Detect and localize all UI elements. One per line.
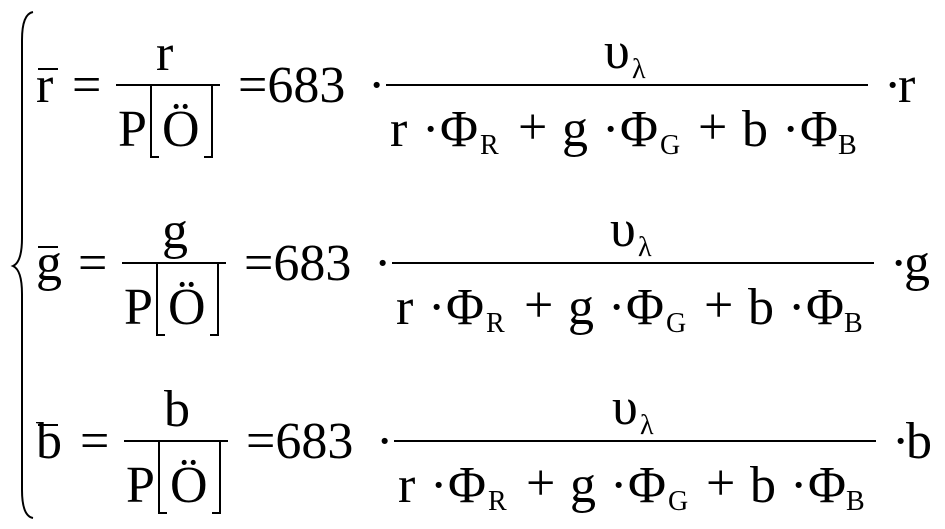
lhs-symbol: r	[36, 57, 54, 114]
subscript-r: R	[486, 308, 505, 339]
subscript-r: R	[488, 486, 507, 517]
multiply-dot: ·	[892, 413, 910, 470]
bracket-content: Ö	[168, 279, 206, 336]
lambda-subscript: λ	[632, 54, 646, 85]
lambda-subscript: λ	[638, 232, 652, 263]
upsilon-symbol: υ	[604, 23, 630, 80]
left-brace	[10, 11, 34, 519]
subscript-g: G	[666, 308, 687, 339]
phi-symbol: Φ	[448, 457, 487, 514]
equals-sign: =	[78, 235, 108, 292]
constant-683: =683	[238, 57, 346, 114]
r-term: r	[390, 101, 408, 158]
trailing-term: b	[906, 413, 932, 470]
constant-683: =683	[246, 413, 354, 470]
plus-sign: +	[698, 99, 728, 156]
right-square-bracket	[210, 262, 219, 336]
g-term: g	[570, 457, 596, 514]
multiply-dot: ·	[788, 279, 806, 336]
g-term: g	[562, 101, 588, 158]
fraction-line	[394, 440, 876, 442]
subscript-b: B	[838, 130, 857, 161]
bracket-content: Ö	[162, 101, 200, 158]
phi-symbol: Φ	[626, 279, 665, 336]
multiply-dot: ·	[610, 457, 628, 514]
subscript-r: R	[480, 130, 499, 161]
fraction-line	[124, 440, 228, 442]
plus-sign: +	[524, 277, 554, 334]
lhs-overbar	[38, 246, 58, 248]
constant-683: =683	[244, 235, 352, 292]
multiply-dot: ·	[430, 457, 448, 514]
plus-sign: +	[526, 455, 556, 512]
multiply-dot: ·	[782, 101, 800, 158]
brace-path	[10, 11, 34, 519]
plus-sign: +	[706, 455, 736, 512]
r-term: r	[396, 279, 414, 336]
multiply-dot: ·	[428, 279, 446, 336]
multiply-dot: ·	[884, 57, 902, 114]
upsilon-symbol: υ	[612, 379, 638, 436]
right-square-bracket	[212, 440, 221, 514]
lhs-overbar	[38, 424, 58, 426]
multiply-dot: ·	[790, 457, 808, 514]
multiply-dot: ·	[374, 235, 392, 292]
fraction-line	[122, 262, 226, 264]
phi-symbol: Φ	[446, 279, 485, 336]
power-symbol: P	[124, 279, 153, 336]
equals-sign: =	[72, 57, 102, 114]
multiply-dot: ·	[376, 413, 394, 470]
phi-symbol: Φ	[620, 101, 659, 158]
trailing-term: r	[898, 57, 916, 114]
phi-symbol: Φ	[808, 457, 847, 514]
multiply-dot: ·	[602, 101, 620, 158]
lhs-overbar	[38, 68, 58, 70]
right-square-bracket	[204, 84, 213, 158]
fraction-numerator: g	[162, 203, 188, 260]
plus-sign: +	[704, 277, 734, 334]
subscript-b: B	[844, 308, 863, 339]
fraction-line	[386, 84, 868, 86]
power-symbol: P	[126, 457, 155, 514]
r-term: r	[398, 457, 416, 514]
subscript-g: G	[660, 130, 681, 161]
subscript-g: G	[668, 486, 689, 517]
fraction-numerator: r	[156, 25, 174, 82]
lambda-subscript: λ	[640, 410, 654, 441]
trailing-term: g	[904, 235, 930, 292]
multiply-dot: ·	[368, 57, 386, 114]
phi-symbol: Φ	[440, 101, 479, 158]
fraction-line	[392, 262, 874, 264]
left-square-bracket	[158, 440, 167, 514]
fraction-line	[116, 84, 220, 86]
multiply-dot: ·	[890, 235, 908, 292]
b-term: b	[750, 457, 776, 514]
power-symbol: P	[118, 101, 147, 158]
fraction-numerator: b	[164, 381, 190, 438]
subscript-b: B	[846, 486, 865, 517]
g-term: g	[568, 279, 594, 336]
left-square-bracket	[156, 262, 165, 336]
equals-sign: =	[80, 413, 110, 470]
left-square-bracket	[150, 84, 159, 158]
phi-symbol: Φ	[800, 101, 839, 158]
b-term: b	[748, 279, 774, 336]
bracket-content: Ö	[170, 457, 208, 514]
phi-symbol: Φ	[806, 279, 845, 336]
multiply-dot: ·	[608, 279, 626, 336]
plus-sign: +	[518, 99, 548, 156]
upsilon-symbol: υ	[610, 201, 636, 258]
b-term: b	[742, 101, 768, 158]
multiply-dot: ·	[422, 101, 440, 158]
phi-symbol: Φ	[628, 457, 667, 514]
